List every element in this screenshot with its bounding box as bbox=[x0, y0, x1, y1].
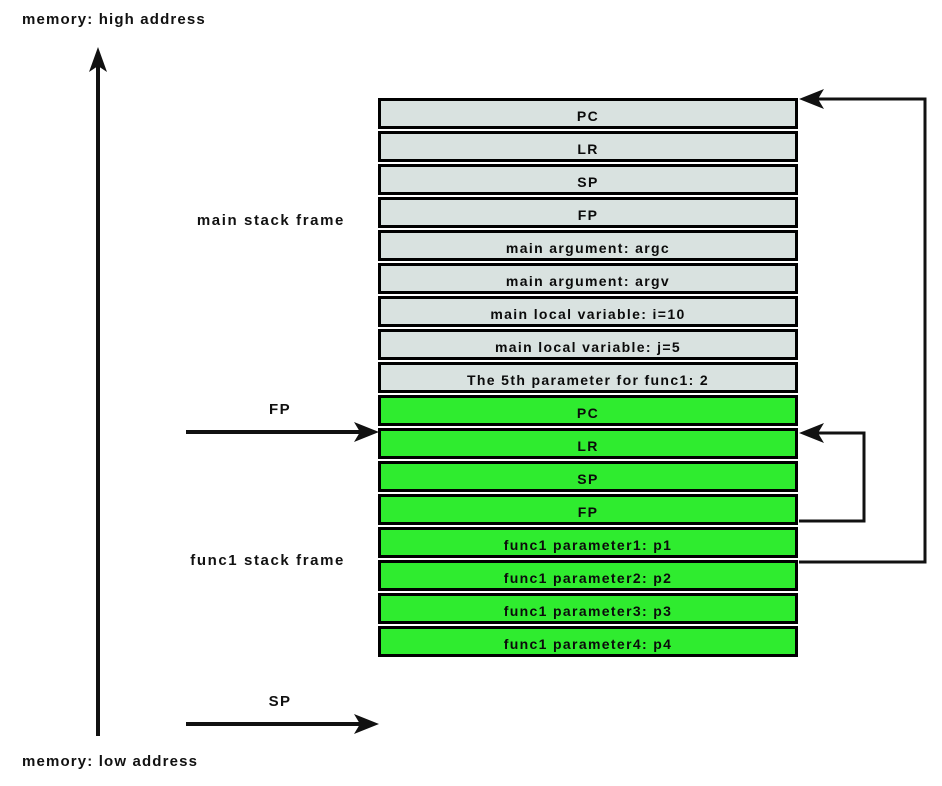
sp-pointer-arrow-icon bbox=[186, 714, 379, 734]
stack-row: main local variable: j=5 bbox=[378, 329, 798, 360]
stack-row-label: func1 parameter1: p1 bbox=[503, 537, 673, 553]
saved-fp-link-arrow-icon bbox=[799, 89, 927, 564]
stack-row: PC bbox=[378, 98, 798, 129]
stack-row: func1 parameter1: p1 bbox=[378, 527, 798, 558]
stack-row: main argument: argc bbox=[378, 230, 798, 261]
main-stack-frame-label: main stack frame bbox=[196, 212, 345, 229]
stack-row: FP bbox=[378, 197, 798, 228]
stack-row: FP bbox=[378, 494, 798, 525]
stack-row-label: func1 parameter4: p4 bbox=[503, 636, 673, 652]
stack-row-label: FP bbox=[577, 207, 599, 223]
stack-row: LR bbox=[378, 428, 798, 459]
stack-row-label: main local variable: i=10 bbox=[490, 306, 686, 322]
sp-pointer-label: SP bbox=[268, 693, 292, 710]
stack-row: LR bbox=[378, 131, 798, 162]
stack-row: main argument: argv bbox=[378, 263, 798, 294]
stack-row-label: main local variable: j=5 bbox=[494, 339, 682, 355]
memory-axis-arrow-icon bbox=[89, 47, 107, 736]
stack-row-label: SP bbox=[577, 471, 599, 487]
stack-row-label: LR bbox=[577, 438, 599, 454]
stack-row-label: func1 parameter3: p3 bbox=[503, 603, 673, 619]
memory-low-address-label: memory: low address bbox=[22, 753, 199, 770]
stack-row: func1 parameter3: p3 bbox=[378, 593, 798, 624]
func1-stack-frame-label: func1 stack frame bbox=[190, 552, 345, 569]
stack-row: SP bbox=[378, 164, 798, 195]
stack-row-label: LR bbox=[577, 141, 599, 157]
saved-sp-link-arrow-icon bbox=[799, 423, 866, 523]
stack-row: func1 parameter2: p2 bbox=[378, 560, 798, 591]
stack-row: The 5th parameter for func1: 2 bbox=[378, 362, 798, 393]
fp-pointer-label: FP bbox=[269, 401, 291, 418]
stack-row-label: main argument: argv bbox=[505, 273, 671, 289]
stack-row: main local variable: i=10 bbox=[378, 296, 798, 327]
stack-row-label: PC bbox=[576, 108, 600, 124]
stack-row-label: FP bbox=[577, 504, 599, 520]
stack-row: func1 parameter4: p4 bbox=[378, 626, 798, 657]
stack-row-label: SP bbox=[577, 174, 599, 190]
stack-row: PC bbox=[378, 395, 798, 426]
stack-row: SP bbox=[378, 461, 798, 492]
fp-pointer-arrow-icon bbox=[186, 422, 379, 442]
stack-row-label: main argument: argc bbox=[505, 240, 671, 256]
stack-row-label: func1 parameter2: p2 bbox=[503, 570, 673, 586]
memory-high-address-label: memory: high address bbox=[22, 11, 206, 28]
stack-column: PC LR SP FP main argument: argc main arg… bbox=[378, 98, 798, 659]
stack-row-label: PC bbox=[576, 405, 600, 421]
stack-row-label: The 5th parameter for func1: 2 bbox=[467, 372, 709, 388]
